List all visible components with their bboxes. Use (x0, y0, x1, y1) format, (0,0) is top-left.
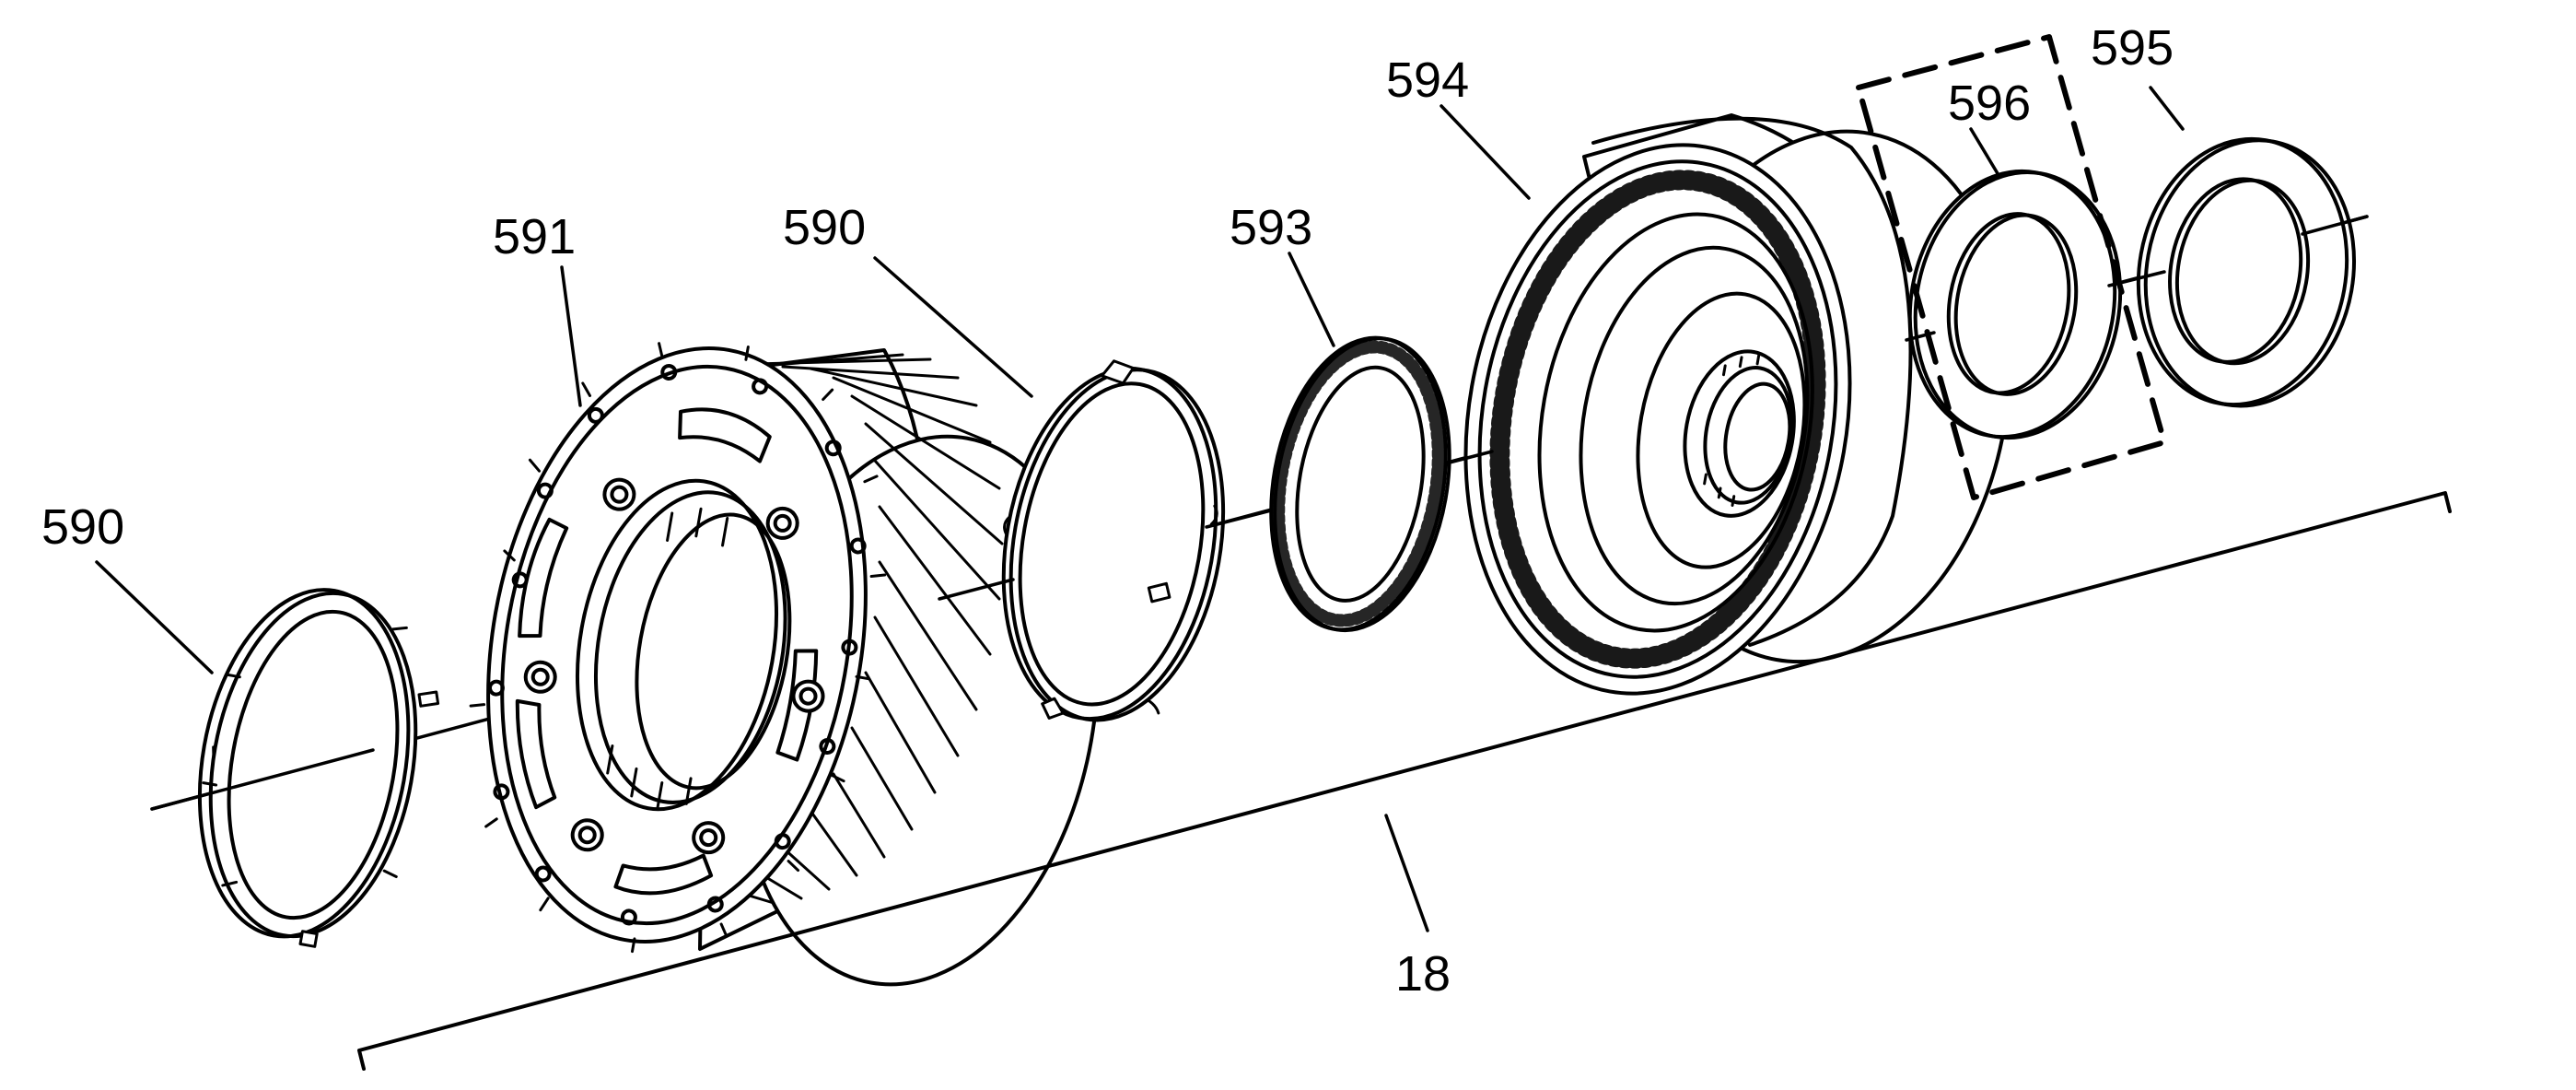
callout-594: 594 (1386, 53, 1469, 108)
callout-593: 593 (1230, 200, 1312, 255)
thrust-bearing-icon (1269, 335, 1451, 633)
leader-line (560, 265, 582, 407)
snap-ring-icon (1001, 359, 1226, 722)
callout-596: 596 (1948, 76, 2031, 131)
internal-gear-icon (1463, 113, 2012, 696)
leader-line (873, 256, 1033, 398)
callout-590-right: 590 (783, 200, 866, 255)
callout-590-left: 590 (41, 499, 124, 555)
leader-line (95, 560, 214, 674)
leader-line (1440, 104, 1531, 200)
leader-line (1384, 814, 1429, 932)
callout-591: 591 (493, 209, 576, 264)
assembly-bracket (357, 491, 2452, 1071)
leader-line (2149, 86, 2185, 131)
washer-icon (2136, 136, 2357, 408)
callout-595: 595 (2091, 20, 2174, 76)
leader-line (1969, 127, 2000, 177)
callout-18: 18 (1395, 946, 1451, 1002)
dashed-group-box (1856, 34, 2167, 500)
washer-icon (1856, 34, 2167, 500)
leader-line (1288, 252, 1335, 347)
